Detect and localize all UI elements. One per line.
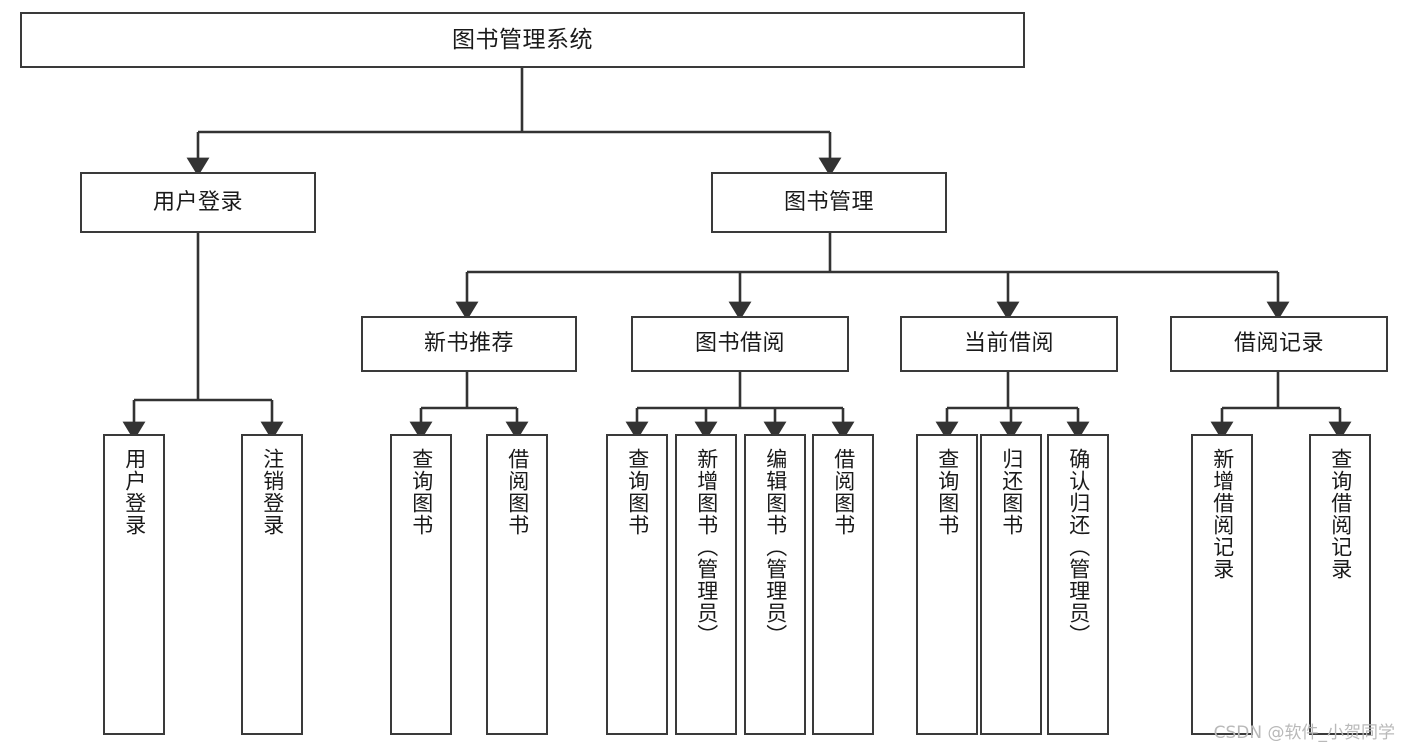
node-label: 注销登录 [260, 448, 285, 536]
node-label: 借阅记录 [1233, 331, 1324, 357]
csdn-watermark: CSDN @软件_小贺同学 [1213, 723, 1395, 743]
node-label: 确认归还（管理员） [1066, 448, 1091, 646]
node-label: 查询借阅记录 [1328, 448, 1353, 580]
node-leaf-query-borrow-record[interactable]: 查询借阅记录 [1309, 434, 1371, 735]
node-leaf-query-book-current[interactable]: 查询图书 [916, 434, 978, 735]
node-label: 查询图书 [935, 448, 960, 536]
node-leaf-query-book-borrow[interactable]: 查询图书 [606, 434, 668, 735]
node-label: 新书推荐 [423, 331, 514, 357]
node-leaf-logout-login[interactable]: 注销登录 [241, 434, 303, 735]
node-leaf-user-login[interactable]: 用户登录 [103, 434, 165, 735]
node-label: 用户登录 [152, 189, 243, 215]
node-label: 图书借阅 [694, 331, 785, 357]
node-label: 查询图书 [625, 448, 650, 536]
node-label: 用户登录 [122, 448, 147, 536]
node-user-login[interactable]: 用户登录 [80, 172, 316, 233]
node-label: 查询图书 [409, 448, 434, 536]
node-book-management[interactable]: 图书管理 [711, 172, 947, 233]
node-label: 当前借阅 [963, 331, 1054, 357]
node-root-book-management-system[interactable]: 图书管理系统 [20, 12, 1025, 68]
node-label: 编辑图书（管理员） [763, 448, 788, 646]
node-leaf-add-book-admin[interactable]: 新增图书（管理员） [675, 434, 737, 735]
node-label: 借阅图书 [505, 448, 530, 536]
node-label: 新增借阅记录 [1210, 448, 1235, 580]
node-leaf-borrow-book-recommend[interactable]: 借阅图书 [486, 434, 548, 735]
node-current-borrow[interactable]: 当前借阅 [900, 316, 1118, 372]
node-leaf-return-book[interactable]: 归还图书 [980, 434, 1042, 735]
node-book-borrow[interactable]: 图书借阅 [631, 316, 849, 372]
node-label: 图书管理 [783, 189, 874, 215]
node-leaf-add-borrow-record[interactable]: 新增借阅记录 [1191, 434, 1253, 735]
node-leaf-borrow-book[interactable]: 借阅图书 [812, 434, 874, 735]
node-borrow-record[interactable]: 借阅记录 [1170, 316, 1388, 372]
node-label: 图书管理系统 [452, 26, 593, 53]
node-leaf-edit-book-admin[interactable]: 编辑图书（管理员） [744, 434, 806, 735]
node-label: 归还图书 [999, 448, 1024, 536]
node-leaf-confirm-return-admin[interactable]: 确认归还（管理员） [1047, 434, 1109, 735]
node-new-book-recommend[interactable]: 新书推荐 [361, 316, 577, 372]
node-label: 借阅图书 [831, 448, 856, 536]
node-label: 新增图书（管理员） [694, 448, 719, 646]
node-leaf-query-book-recommend[interactable]: 查询图书 [390, 434, 452, 735]
